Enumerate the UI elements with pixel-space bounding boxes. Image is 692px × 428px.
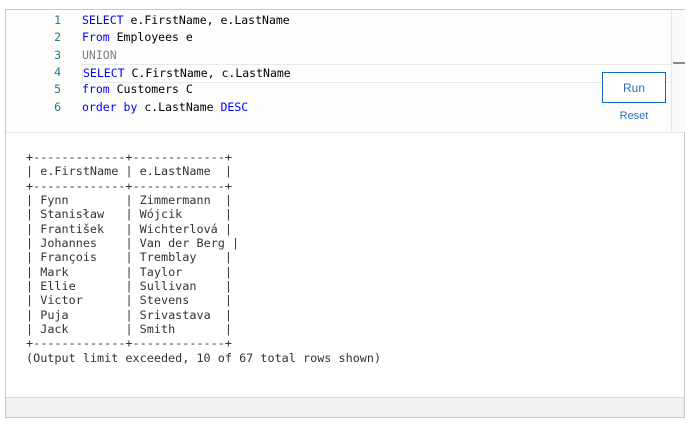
table-border: | xyxy=(68,322,140,337)
table-cell: Zimmermann xyxy=(139,193,211,208)
table-border: | xyxy=(82,293,140,308)
code-token: DESC xyxy=(220,99,249,114)
table-cell: Puja xyxy=(40,307,69,322)
code-token: SELECT xyxy=(82,13,124,27)
line-number: 1 xyxy=(54,13,61,27)
table-border: | xyxy=(26,279,41,294)
table-border: +-------------+-------------+ xyxy=(26,150,232,164)
table-border: | xyxy=(196,279,232,294)
table-border: +-------------+-------------+ xyxy=(26,178,232,193)
table-border: | xyxy=(210,307,233,322)
code-token: UNION xyxy=(82,47,117,62)
table-cell: Stevens xyxy=(139,293,190,308)
code-token: Employees e xyxy=(109,30,193,45)
table-border: | xyxy=(26,307,41,322)
table-border: | xyxy=(210,164,233,179)
reset-link[interactable]: Reset xyxy=(619,110,649,122)
code-line[interactable]: 1 SELECT e.FirstName, e.LastName xyxy=(6,12,671,29)
table-cell: Tremblay xyxy=(139,250,197,265)
table-border: | xyxy=(97,236,140,251)
code-text: UNION xyxy=(82,47,671,64)
table-border: | xyxy=(68,307,140,322)
table-border: | xyxy=(104,221,140,236)
table-border: | xyxy=(182,207,232,222)
table-cell: Mark xyxy=(40,264,69,279)
table-cell: Fynn xyxy=(40,193,69,208)
table-cell: Smith xyxy=(139,322,176,337)
table-border: | xyxy=(26,221,41,236)
run-button[interactable]: Run xyxy=(602,72,666,103)
table-cell: Wójcik xyxy=(139,207,183,222)
table-cell: Taylor xyxy=(139,264,183,279)
table-border: | xyxy=(26,236,41,251)
output-message: (Output limit exceeded, 10 of 67 total r… xyxy=(26,350,382,365)
table-border: | xyxy=(75,279,140,294)
table-border: | xyxy=(68,264,140,279)
table-border: | xyxy=(182,264,233,279)
code-text: order by c.LastName DESC xyxy=(82,99,671,116)
table-border: | xyxy=(118,164,140,179)
line-number: 6 xyxy=(54,99,61,114)
code-line[interactable]: 6 order by c.LastName DESC xyxy=(6,99,671,116)
table-border: | xyxy=(224,236,240,251)
table-cell: Stanisław xyxy=(40,207,105,222)
table-cell: François xyxy=(40,250,98,265)
table-border: | xyxy=(26,322,41,337)
query-output: +-------------+-------------+ | e.FirstN… xyxy=(26,150,381,365)
table-border: | xyxy=(189,293,233,308)
code-text: from Customers C xyxy=(82,81,671,98)
code-token: SELECT xyxy=(83,65,125,80)
column-header: e.LastName xyxy=(139,164,211,179)
table-border: | xyxy=(26,250,41,265)
code-token: e.FirstName, e.LastName xyxy=(123,13,290,27)
code-token: From xyxy=(82,30,110,45)
code-token: c.LastName xyxy=(137,99,221,114)
line-number: 4 xyxy=(54,64,61,79)
code-line[interactable]: 2 From Employees e xyxy=(6,29,671,46)
table-border: | xyxy=(97,250,140,265)
table-border: | xyxy=(26,293,41,308)
code-token: Customers C xyxy=(109,82,193,97)
table-cell: Sullivan xyxy=(139,279,197,294)
code-token: C.FirstName, c.LastName xyxy=(124,65,291,80)
line-number: 5 xyxy=(54,82,61,97)
code-line[interactable]: 4 SELECT C.FirstName, c.LastName xyxy=(6,63,671,83)
scrollbar-thumb[interactable] xyxy=(673,62,685,64)
code-token: from xyxy=(82,82,110,97)
table-border: | xyxy=(175,322,233,337)
table-border: +-------------+-------------+ xyxy=(26,336,232,351)
code-text: SELECT C.FirstName, c.LastName xyxy=(82,63,671,83)
table-border: | xyxy=(26,164,41,179)
footer-bar xyxy=(6,397,684,417)
line-number: 3 xyxy=(54,47,61,62)
table-border: | xyxy=(104,207,140,222)
table-border: | xyxy=(26,207,41,222)
column-header: e.FirstName xyxy=(40,164,119,179)
table-border: | xyxy=(68,193,140,208)
table-border: | xyxy=(26,193,41,208)
code-line[interactable]: 3 UNION xyxy=(6,47,671,64)
editor-scrollbar[interactable] xyxy=(671,10,685,132)
code-token: order by xyxy=(82,99,138,114)
table-border: | xyxy=(217,221,233,236)
line-number: 2 xyxy=(54,30,61,45)
code-line[interactable]: 5 from Customers C xyxy=(6,81,671,98)
table-cell: Srivastava xyxy=(139,307,211,322)
code-text: From Employees e xyxy=(82,29,671,46)
table-cell: Van der Berg xyxy=(139,236,225,251)
table-cell: Johannes xyxy=(40,236,98,251)
table-cell: Victor xyxy=(40,293,83,308)
table-cell: Ellie xyxy=(40,279,76,294)
table-cell: František xyxy=(40,221,105,236)
code-text: SELECT e.FirstName, e.LastName xyxy=(82,12,671,29)
table-border: | xyxy=(196,250,233,265)
table-border: | xyxy=(210,193,233,208)
table-border: | xyxy=(26,264,41,279)
table-cell: Jack xyxy=(40,322,69,337)
table-cell: Wichterlová xyxy=(139,221,218,236)
